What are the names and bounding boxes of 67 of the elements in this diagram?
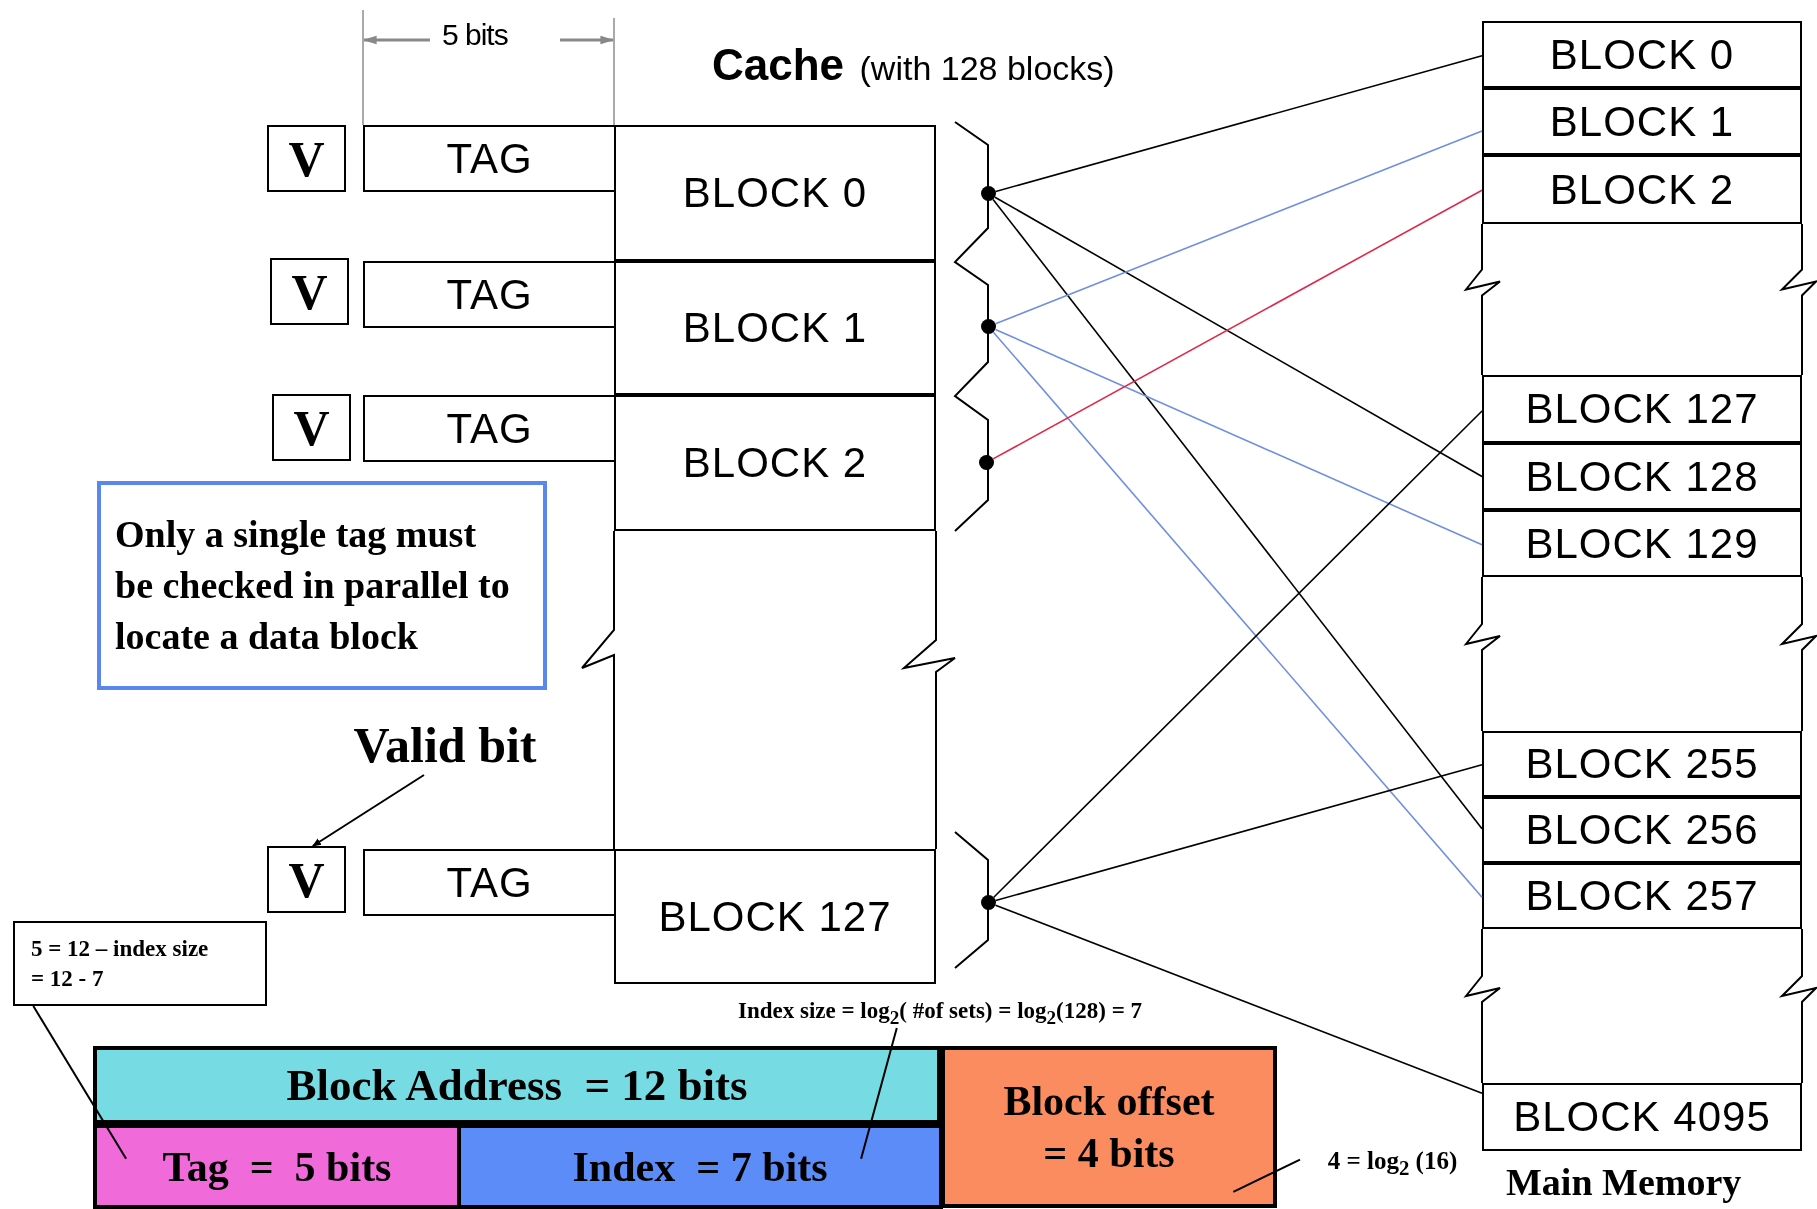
address-label: Tag = 5 bits — [162, 1142, 392, 1191]
block-label: BLOCK 1 — [1549, 97, 1735, 146]
tag-label: TAG — [446, 404, 533, 453]
arrow — [311, 774, 425, 847]
memory-block — [1482, 510, 1802, 577]
address-label: Index = 7 bits — [572, 1142, 828, 1191]
block-label: BLOCK 257 — [1525, 872, 1759, 920]
memory-title: Main Memory — [1506, 1160, 1742, 1204]
valid-bit-box — [270, 258, 349, 325]
mapping-line — [994, 130, 1483, 325]
block-label: BLOCK 256 — [1525, 806, 1759, 854]
note-box — [97, 481, 547, 690]
memory-block — [1482, 797, 1802, 863]
block-label: BLOCK 127 — [1525, 385, 1759, 433]
block-label: BLOCK 2 — [682, 439, 868, 487]
block-label: BLOCK 2 — [1549, 165, 1735, 214]
valid-bit-label: V — [288, 850, 325, 909]
block-label: BLOCK 129 — [1525, 519, 1759, 568]
tag-label: TAG — [446, 858, 533, 907]
block-label: BLOCK 128 — [1525, 452, 1759, 501]
cache-block — [614, 125, 936, 261]
mapping-line — [994, 904, 1483, 1094]
valid-bit-box — [267, 846, 346, 913]
block-label: BLOCK 0 — [1549, 30, 1735, 79]
valid-bit-label: V — [291, 262, 328, 321]
valid-bit-box — [272, 394, 351, 461]
mapping-line — [994, 55, 1483, 193]
cache-block — [614, 395, 936, 531]
memory-block — [1482, 88, 1802, 155]
memory-block — [1482, 21, 1802, 88]
valid-bit-box — [267, 125, 346, 192]
note-text: Only a single tag must be checked in parallel to locate a data block — [115, 512, 511, 659]
tag-field — [363, 261, 614, 328]
memory-block — [1482, 375, 1802, 443]
tag-label: TAG — [446, 270, 533, 319]
tag-label: TAG — [446, 134, 533, 183]
cache-title: Cache (with 128 blocks) — [712, 40, 1115, 90]
mapping-line — [994, 763, 1483, 902]
block-label: BLOCK 255 — [1525, 740, 1759, 788]
mapping-line — [992, 198, 1483, 830]
annotation-text: 4 = log$_{2}$ (16) — [1327, 1147, 1458, 1181]
callout-box — [13, 921, 267, 1006]
address-label: Block Address = 12 bits — [286, 1059, 748, 1111]
valid-bit-text: Valid bit — [353, 716, 537, 774]
callout-text: 5 = 12 – index size = 12 - 7 — [31, 934, 210, 993]
valid-bit-label: V — [288, 129, 325, 188]
address-bar — [941, 1046, 1277, 1208]
annotation-text: Index size = log$_{2}$( #of sets) = log$_{2}$(128) = 7 — [737, 997, 1143, 1029]
tag-field — [363, 395, 614, 462]
memory-block — [1482, 155, 1802, 224]
address-bar — [93, 1124, 461, 1209]
block-label: BLOCK 127 — [658, 892, 892, 941]
block-label: BLOCK 1 — [682, 304, 868, 352]
block-label: BLOCK 4095 — [1513, 1093, 1771, 1141]
valid-bit-label: V — [293, 398, 330, 457]
address-bar — [461, 1124, 943, 1209]
memory-block — [1482, 443, 1802, 510]
cache-block — [614, 261, 936, 395]
address-label: Block offset = 4 bits — [1002, 1077, 1216, 1178]
mapping-line — [994, 328, 1483, 546]
memory-block — [1482, 731, 1802, 797]
tag-field — [363, 125, 614, 192]
tag-field — [363, 849, 614, 916]
memory-block — [1482, 863, 1802, 929]
cache-block — [614, 849, 936, 984]
block-label: BLOCK 0 — [682, 169, 868, 217]
memory-block — [1482, 1083, 1802, 1151]
